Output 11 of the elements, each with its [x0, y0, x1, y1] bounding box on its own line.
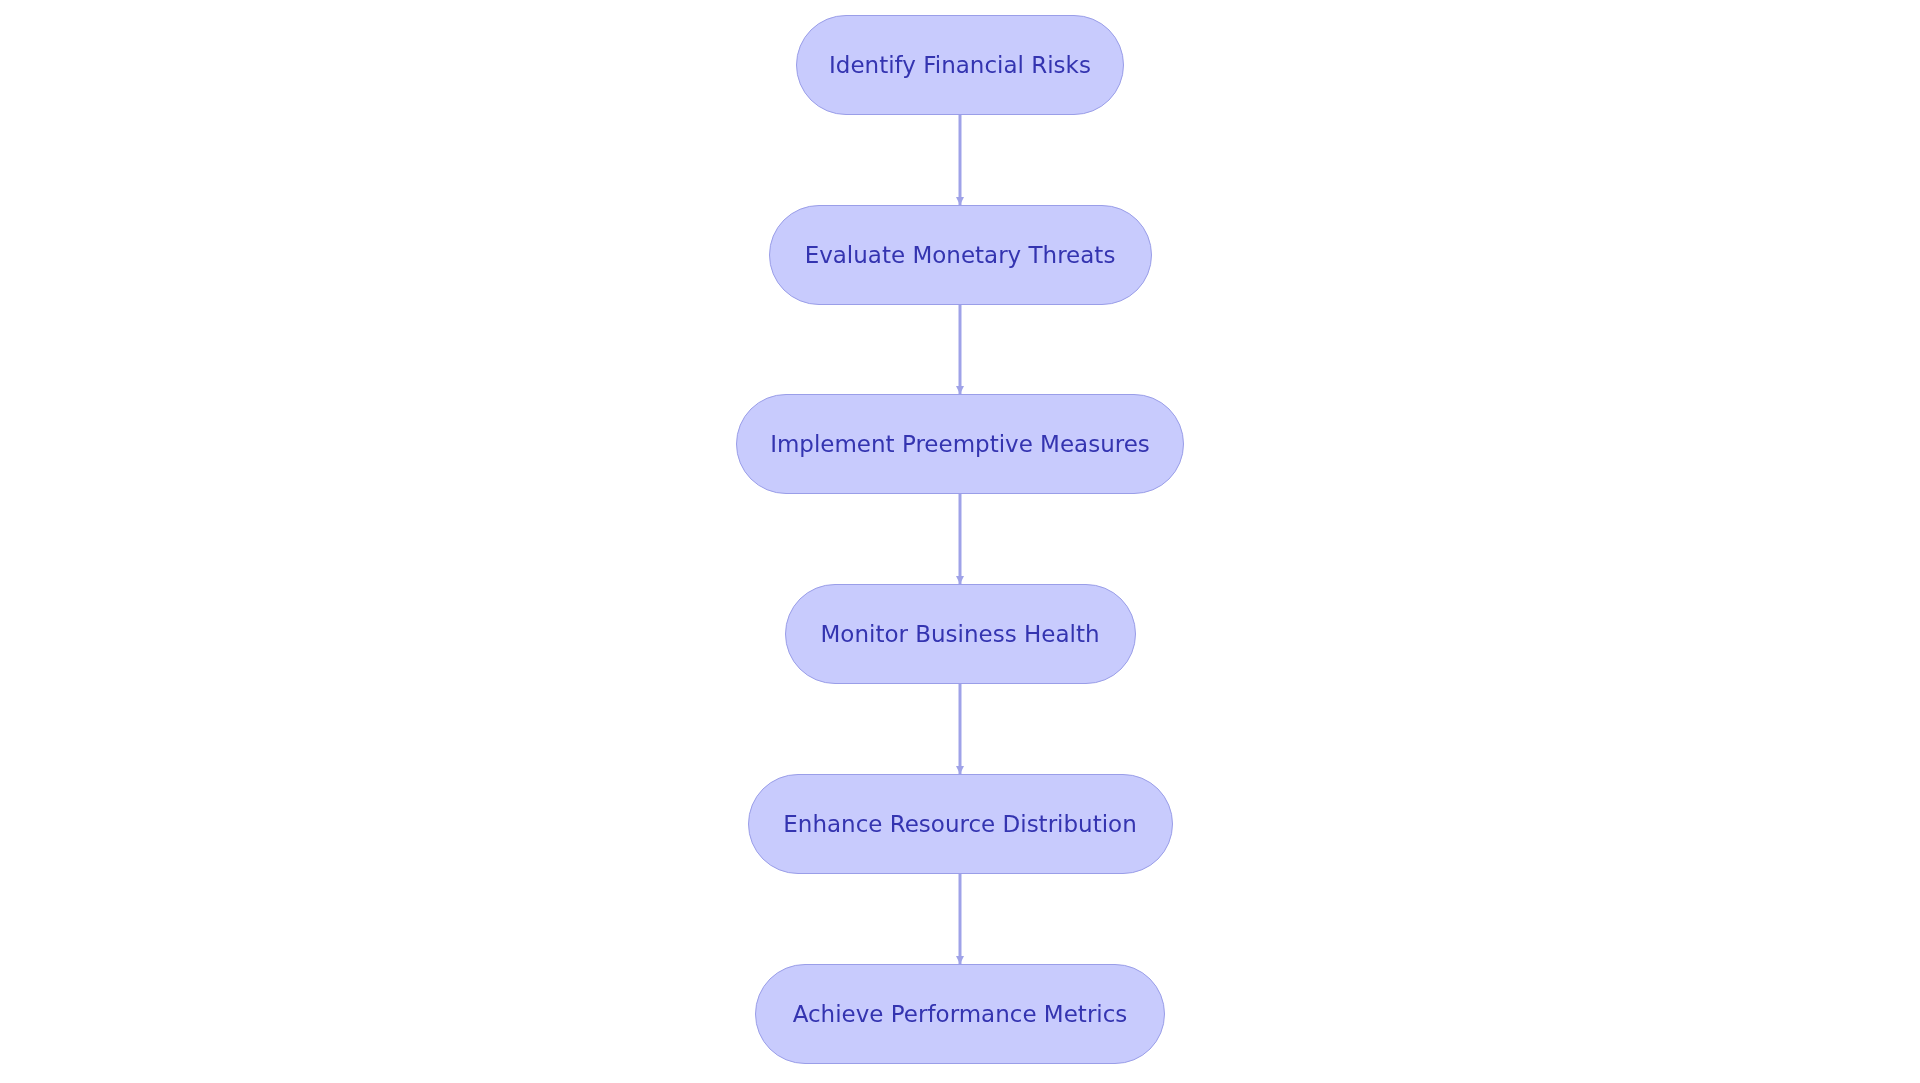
node-label: Achieve Performance Metrics: [792, 1001, 1128, 1027]
arrow: [956, 874, 964, 964]
node-label: Enhance Resource Distribution: [783, 811, 1137, 837]
node-label: Identify Financial Risks: [829, 52, 1091, 78]
arrow: [956, 494, 964, 584]
arrow: [956, 115, 964, 205]
node-label: Monitor Business Health: [820, 621, 1100, 647]
arrow: [956, 305, 964, 394]
node-label: Implement Preemptive Measures: [770, 431, 1150, 457]
arrow: [956, 684, 964, 774]
node-label: Evaluate Monetary Threats: [804, 242, 1116, 268]
